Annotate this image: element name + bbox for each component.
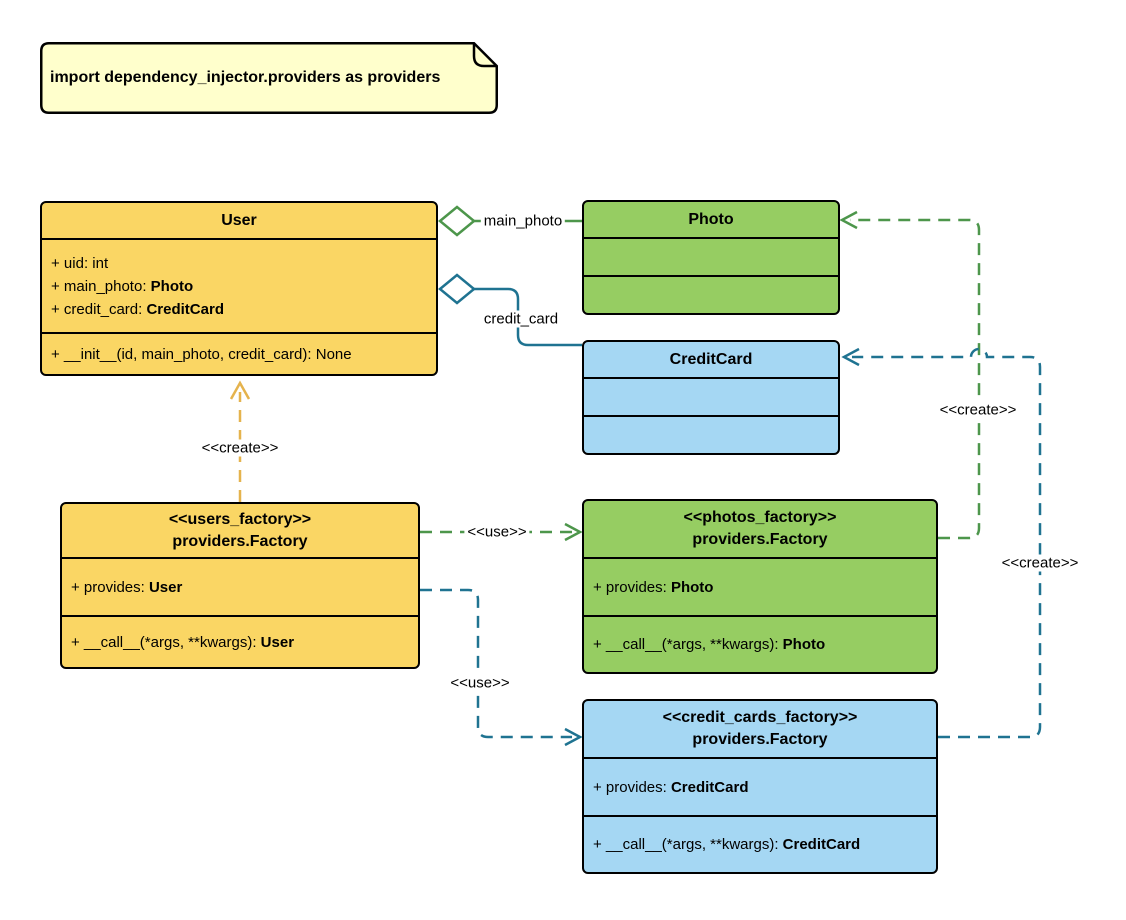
edge-users-factory-uses-credit-cards-factory[interactable] bbox=[420, 588, 583, 747]
uml-note[interactable]: import dependency_injector.providers as … bbox=[40, 42, 498, 114]
attribute-row: + provides: Photo bbox=[593, 578, 714, 596]
open-arrowhead-icon bbox=[229, 380, 251, 400]
class-user-attributes: + uid: int + main_photo: Photo + credit_… bbox=[42, 238, 436, 332]
open-arrowhead-icon bbox=[839, 210, 858, 230]
aggregation-diamond-icon bbox=[438, 273, 476, 305]
class-photos-factory-title: <<photos_factory>> providers.Factory bbox=[683, 509, 837, 548]
attribute-row: + provides: CreditCard bbox=[593, 778, 749, 796]
class-photo-methods bbox=[584, 275, 838, 313]
class-photos-factory[interactable]: <<photos_factory>> providers.Factory + p… bbox=[582, 499, 938, 674]
edge-label-create-photo: <<create>> bbox=[936, 401, 1020, 419]
edge-credit-cards-factory-creates-credit-card[interactable] bbox=[841, 347, 1042, 739]
class-users-factory-attributes: + provides: User bbox=[62, 557, 418, 615]
edge-label-use-credit-cards-factory: <<use>> bbox=[447, 674, 513, 692]
class-credit-cards-factory-attributes: + provides: CreditCard bbox=[584, 757, 936, 815]
attribute-row: + main_photo: Photo bbox=[51, 277, 194, 295]
method-row: + __call__(*args, **kwargs): Photo bbox=[593, 636, 826, 653]
open-arrowhead-icon bbox=[841, 347, 860, 367]
method-row: + __call__(*args, **kwargs): CreditCard bbox=[593, 836, 861, 853]
method-row: + __init__(id, main_photo, credit_card):… bbox=[51, 345, 352, 363]
class-credit-card-attributes bbox=[584, 377, 838, 415]
class-user-title: User bbox=[221, 211, 257, 229]
class-photo-attributes bbox=[584, 237, 838, 275]
class-users-factory-title: <<users_factory>> providers.Factory bbox=[168, 510, 312, 550]
note-shape bbox=[40, 42, 498, 114]
class-photo[interactable]: Photo bbox=[582, 200, 840, 315]
edge-label-create-user: <<create>> bbox=[198, 439, 282, 457]
class-photos-factory-attributes: + provides: Photo bbox=[584, 557, 936, 615]
edge-users-factory-uses-photos-factory[interactable] bbox=[420, 522, 583, 542]
attribute-row: + provides: User bbox=[71, 578, 183, 596]
note-text: import dependency_injector.providers as … bbox=[50, 69, 441, 86]
edge-label-use-photos-factory: <<use>> bbox=[464, 523, 530, 541]
class-credit-cards-factory[interactable]: <<credit_cards_factory>> providers.Facto… bbox=[582, 699, 938, 874]
edge-users-factory-creates-user[interactable] bbox=[229, 380, 251, 502]
class-users-factory-methods: + __call__(*args, **kwargs): User bbox=[62, 615, 418, 667]
note-fold-icon bbox=[472, 43, 497, 68]
method-row: + __call__(*args, **kwargs): User bbox=[71, 633, 295, 651]
edge-photos-factory-creates-photo[interactable] bbox=[839, 210, 981, 540]
open-arrowhead-icon bbox=[564, 727, 583, 747]
attribute-row: + credit_card: CreditCard bbox=[51, 300, 224, 318]
edge-label-main-photo: main_photo bbox=[480, 212, 566, 230]
class-user-methods: + __init__(id, main_photo, credit_card):… bbox=[42, 332, 436, 374]
attribute-row: + uid: int bbox=[51, 254, 109, 272]
class-credit-cards-factory-title: <<credit_cards_factory>> providers.Facto… bbox=[662, 709, 858, 748]
class-credit-card-title: CreditCard bbox=[669, 350, 753, 368]
class-photos-factory-methods: + __call__(*args, **kwargs): Photo bbox=[584, 615, 936, 672]
class-credit-card[interactable]: CreditCard bbox=[582, 340, 840, 455]
class-users-factory[interactable]: <<users_factory>> providers.Factory + pr… bbox=[60, 502, 420, 669]
class-credit-cards-factory-methods: + __call__(*args, **kwargs): CreditCard bbox=[584, 815, 936, 872]
edge-label-create-credit-card: <<create>> bbox=[998, 554, 1082, 572]
open-arrowhead-icon bbox=[564, 522, 583, 542]
aggregation-diamond-icon bbox=[438, 205, 476, 237]
class-photo-title: Photo bbox=[688, 210, 734, 228]
class-user[interactable]: User + uid: int + main_photo: Photo + cr… bbox=[40, 201, 438, 376]
edge-label-credit-card: credit_card bbox=[480, 310, 562, 328]
class-credit-card-methods bbox=[584, 415, 838, 453]
